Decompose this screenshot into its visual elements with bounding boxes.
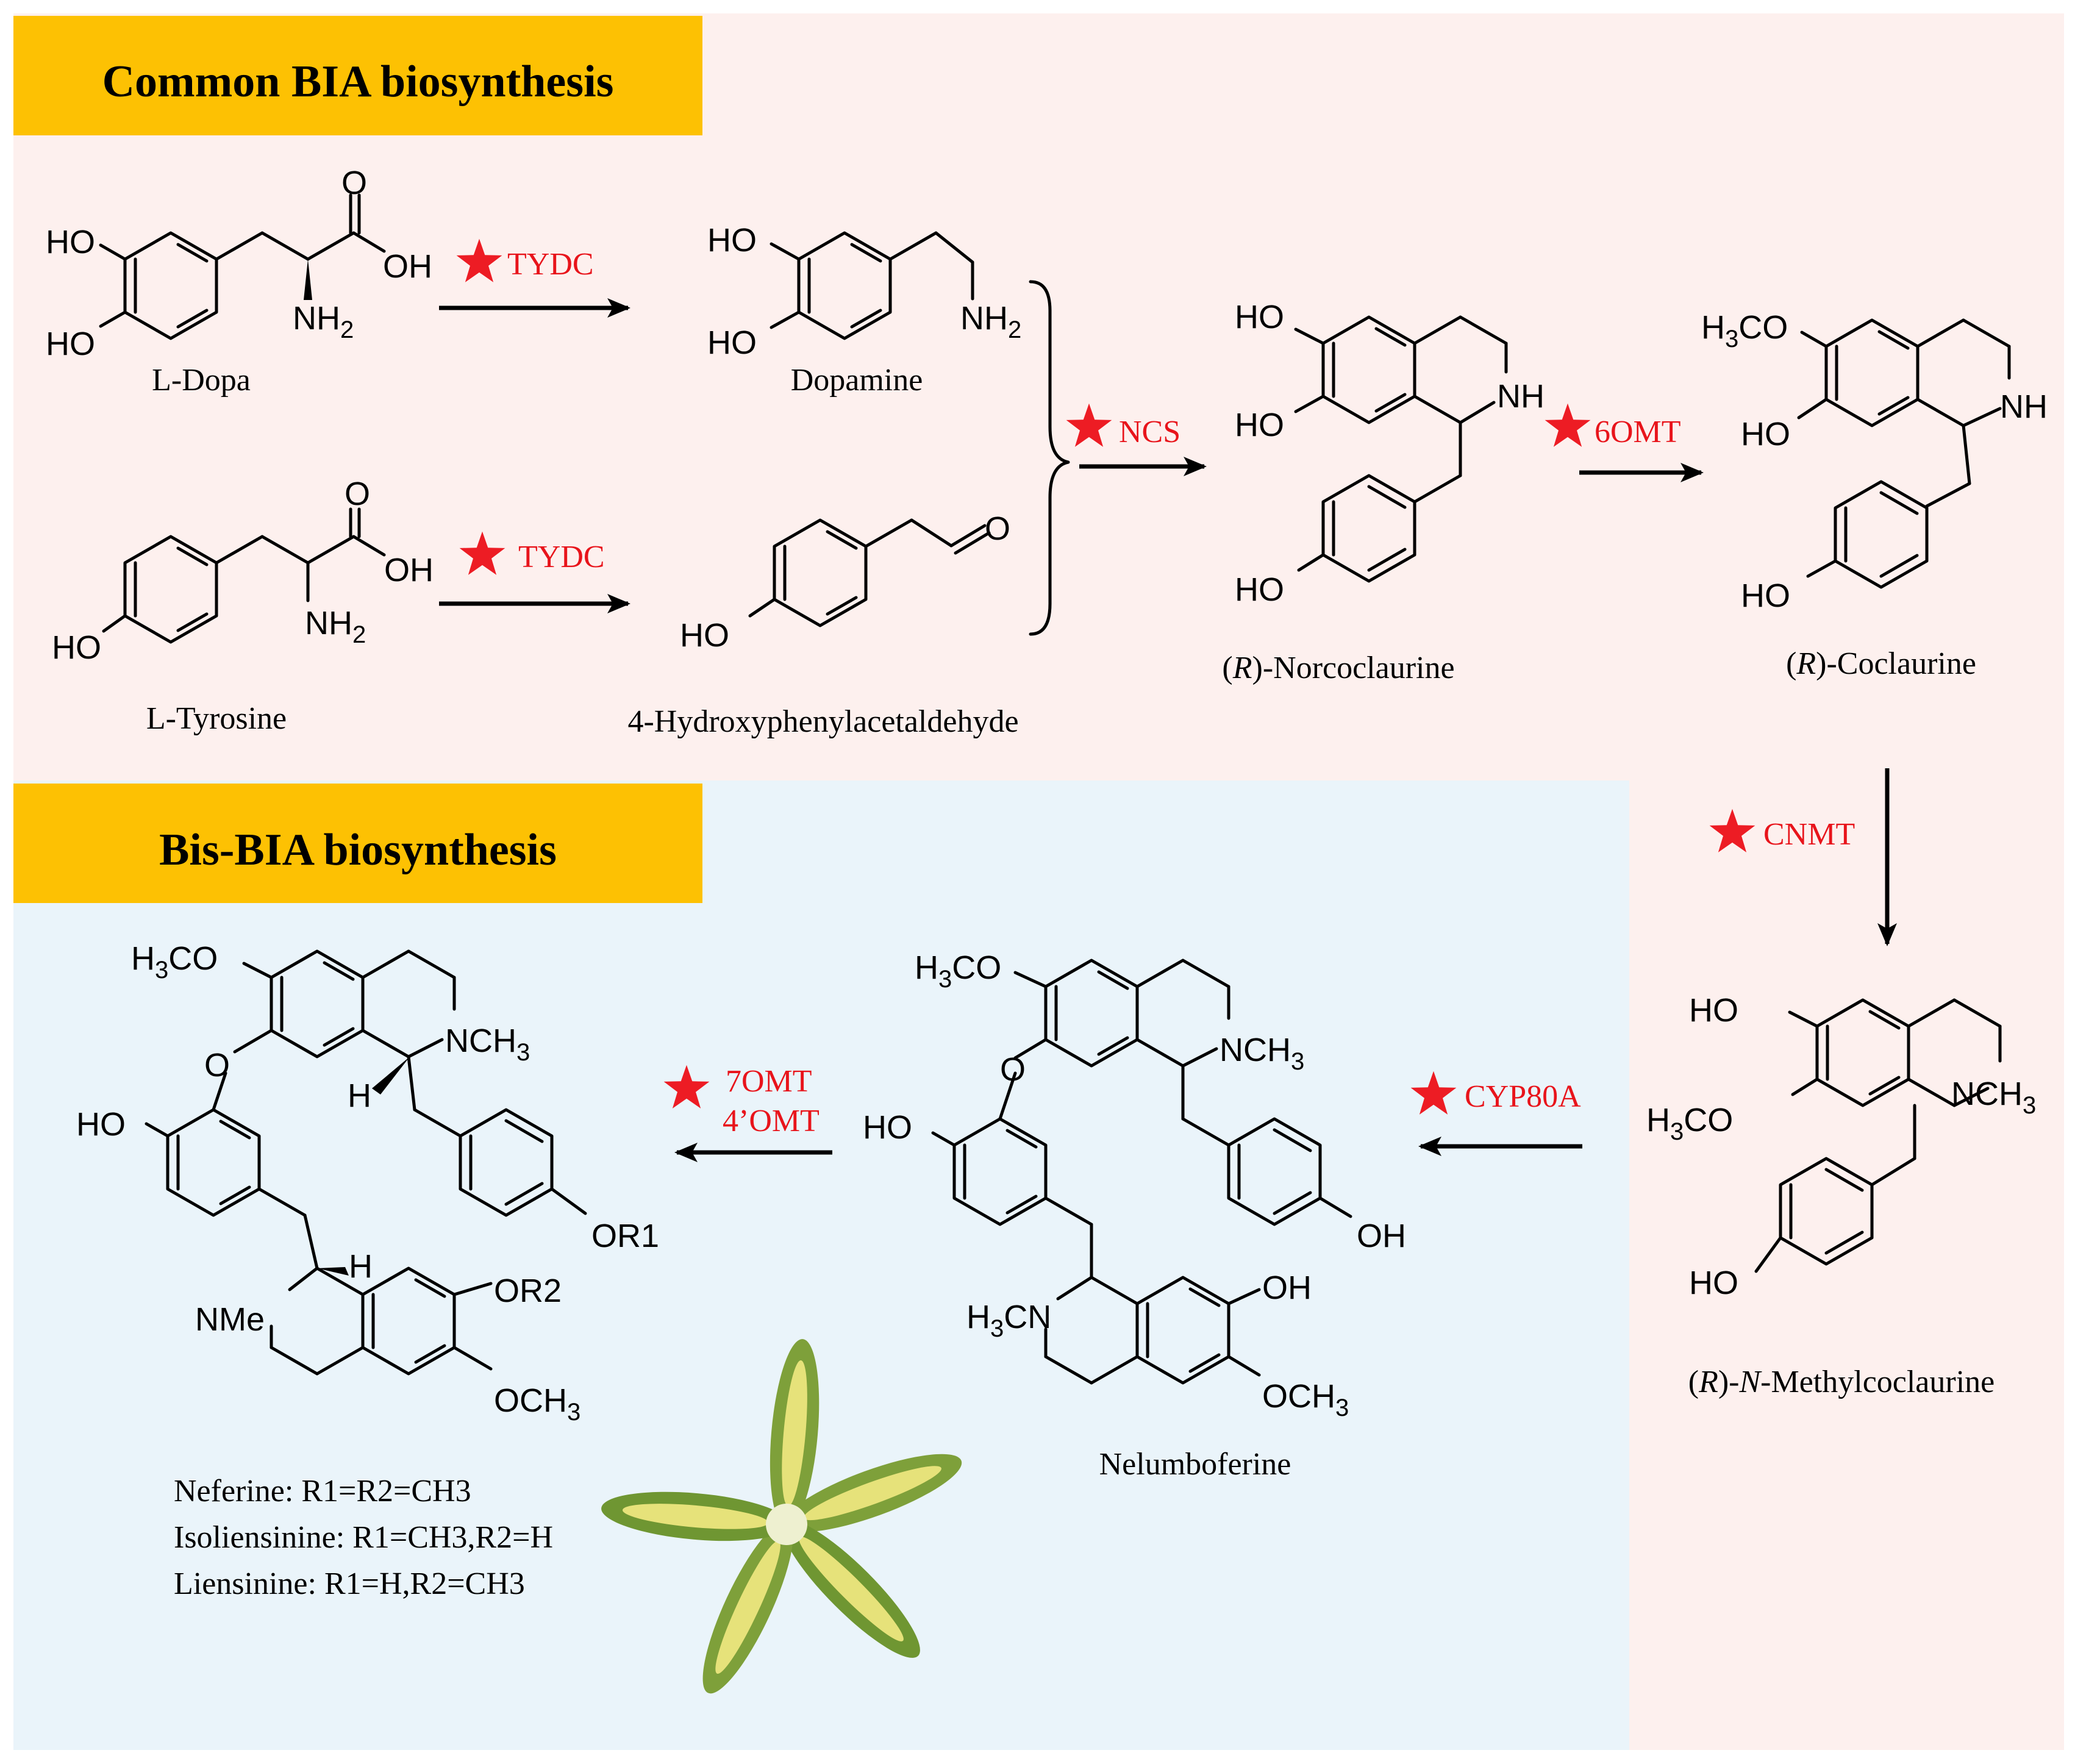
svg-text:NH: NH [1497, 378, 1545, 415]
svg-text:OH: OH [1357, 1218, 1406, 1254]
svg-text:HO: HO [863, 1109, 912, 1146]
svg-text:6OMT: 6OMT [1595, 415, 1681, 449]
cnmt-step: CNMT [1709, 768, 1897, 946]
svg-text:NH2: NH2 [293, 300, 354, 343]
ldopa-structure: HO HO O OH NH2 L-Dopa [46, 165, 432, 398]
svg-text:HO: HO [1741, 577, 1790, 614]
svg-text:TYDC: TYDC [518, 540, 605, 574]
svg-text:OH: OH [384, 552, 434, 588]
svg-text:H3CO: H3CO [131, 940, 218, 984]
svg-text:HO: HO [707, 324, 757, 361]
norcoclaurine-structure: HO HO NH HO (R)-Norcoclaurine [1222, 299, 1545, 685]
svg-text:HO: HO [1741, 416, 1790, 452]
svg-text:O: O [341, 165, 367, 201]
norcoclaurine-label: (R)-Norcoclaurine [1222, 651, 1454, 685]
bis-section-bg [13, 780, 1629, 1750]
svg-text:O: O [204, 1047, 230, 1084]
ltyrosine-label: L-Tyrosine [146, 701, 287, 736]
dopamine-structure: HO HO NH2 Dopamine [707, 222, 1021, 398]
svg-text:H3CO: H3CO [1701, 309, 1788, 352]
svg-text:NH: NH [2000, 388, 2048, 425]
svg-text:HO: HO [52, 629, 101, 666]
tydc-step-2: TYDC [439, 531, 630, 613]
hpaa-structure: HO O 4-Hydroxyphenylacetaldehyde [627, 510, 1018, 739]
svg-text:NCH3: NCH3 [1951, 1076, 2036, 1119]
svg-text:TYDC: TYDC [507, 247, 594, 282]
svg-text:H: H [348, 1077, 371, 1114]
svg-text:HO: HO [46, 326, 95, 362]
svg-text:H3CO: H3CO [1646, 1102, 1733, 1145]
svg-text:OCH3: OCH3 [1262, 1378, 1349, 1421]
svg-text:HO: HO [46, 224, 95, 260]
omt6-step: 6OMT [1545, 403, 1704, 482]
svg-text:O: O [985, 510, 1010, 547]
svg-text:H: H [349, 1248, 373, 1285]
product-legend: Neferine: R1=R2=CH3 Isoliensinine: R1=CH… [174, 1474, 553, 1601]
legend-liensinine: Liensinine: R1=H,R2=CH3 [174, 1566, 525, 1601]
nmethylcoclaurine-label: (R)-N-Methylcoclaurine [1688, 1365, 1995, 1399]
svg-text:NH2: NH2 [960, 300, 1021, 343]
bis-section-title: Bis-BIA biosynthesis [159, 825, 557, 875]
svg-text:NCS: NCS [1119, 415, 1180, 449]
hpaa-label: 4-Hydroxyphenylacetaldehyde [627, 704, 1018, 739]
svg-text:HO: HO [1689, 1265, 1738, 1301]
svg-text:OH: OH [1262, 1269, 1312, 1306]
bisbia-product-structure: H3CO O NCH3 H HO OR1 H NMe OR2 OCH3 [76, 940, 659, 1426]
svg-text:CYP80A: CYP80A [1465, 1079, 1581, 1114]
svg-text:7OMT: 7OMT [726, 1064, 812, 1099]
coclaurine-label: (R)-Coclaurine [1786, 646, 1976, 681]
common-section-title: Common BIA biosynthesis [102, 57, 614, 107]
ltyrosine-structure: HO O OH NH2 L-Tyrosine [52, 476, 434, 736]
svg-text:HO: HO [1235, 407, 1284, 443]
svg-text:OH: OH [383, 248, 432, 285]
common-header-box [13, 16, 702, 135]
svg-text:CNMT: CNMT [1763, 817, 1855, 852]
svg-text:NCH3: NCH3 [1220, 1032, 1304, 1075]
svg-text:O: O [345, 476, 370, 512]
svg-text:HO: HO [1235, 299, 1284, 335]
svg-text:HO: HO [1689, 992, 1738, 1029]
svg-text:HO: HO [680, 617, 729, 654]
nelumboferine-structure: H3CO O NCH3 HO OH H3CN OH OCH3 Nelumbofe… [863, 949, 1406, 1482]
nmethylcoclaurine-structure: HO H3CO NCH3 HO (R)-N-Methylcoclaurine [1646, 992, 2036, 1399]
legend-neferine: Neferine: R1=R2=CH3 [174, 1474, 471, 1509]
seedling-photo [601, 1339, 962, 1694]
common-section-bg-right [1629, 780, 2064, 1750]
omt7-omt4-step: 7OMT 4’OMT [663, 1064, 832, 1162]
svg-text:OR2: OR2 [494, 1273, 562, 1309]
svg-text:NCH3: NCH3 [445, 1023, 530, 1066]
svg-text:OCH3: OCH3 [494, 1382, 580, 1426]
svg-text:H3CO: H3CO [915, 949, 1001, 993]
svg-text:OR1: OR1 [591, 1218, 659, 1254]
svg-text:NH2: NH2 [305, 605, 366, 648]
legend-isoliensinine: Isoliensinine: R1=CH3,R2=H [174, 1520, 553, 1555]
svg-text:HO: HO [76, 1106, 126, 1143]
ldopa-label: L-Dopa [152, 363, 251, 398]
ncs-step: NCS [1029, 280, 1207, 636]
bis-header-box [13, 784, 702, 903]
cyp80a-step: CYP80A [1410, 1071, 1582, 1156]
coclaurine-structure: H3CO HO NH HO (R)-Coclaurine [1701, 309, 2048, 681]
dopamine-label: Dopamine [791, 363, 923, 398]
svg-text:HO: HO [707, 222, 757, 259]
tydc-step-1: TYDC [439, 238, 630, 318]
svg-text:NMe: NMe [195, 1301, 265, 1338]
svg-text:H3CN: H3CN [966, 1299, 1051, 1342]
svg-text:O: O [1000, 1051, 1026, 1088]
svg-text:HO: HO [1235, 571, 1284, 608]
common-section-bg [13, 13, 2064, 780]
svg-text:4’OMT: 4’OMT [723, 1104, 820, 1138]
nelumboferine-label: Nelumboferine [1099, 1447, 1291, 1482]
